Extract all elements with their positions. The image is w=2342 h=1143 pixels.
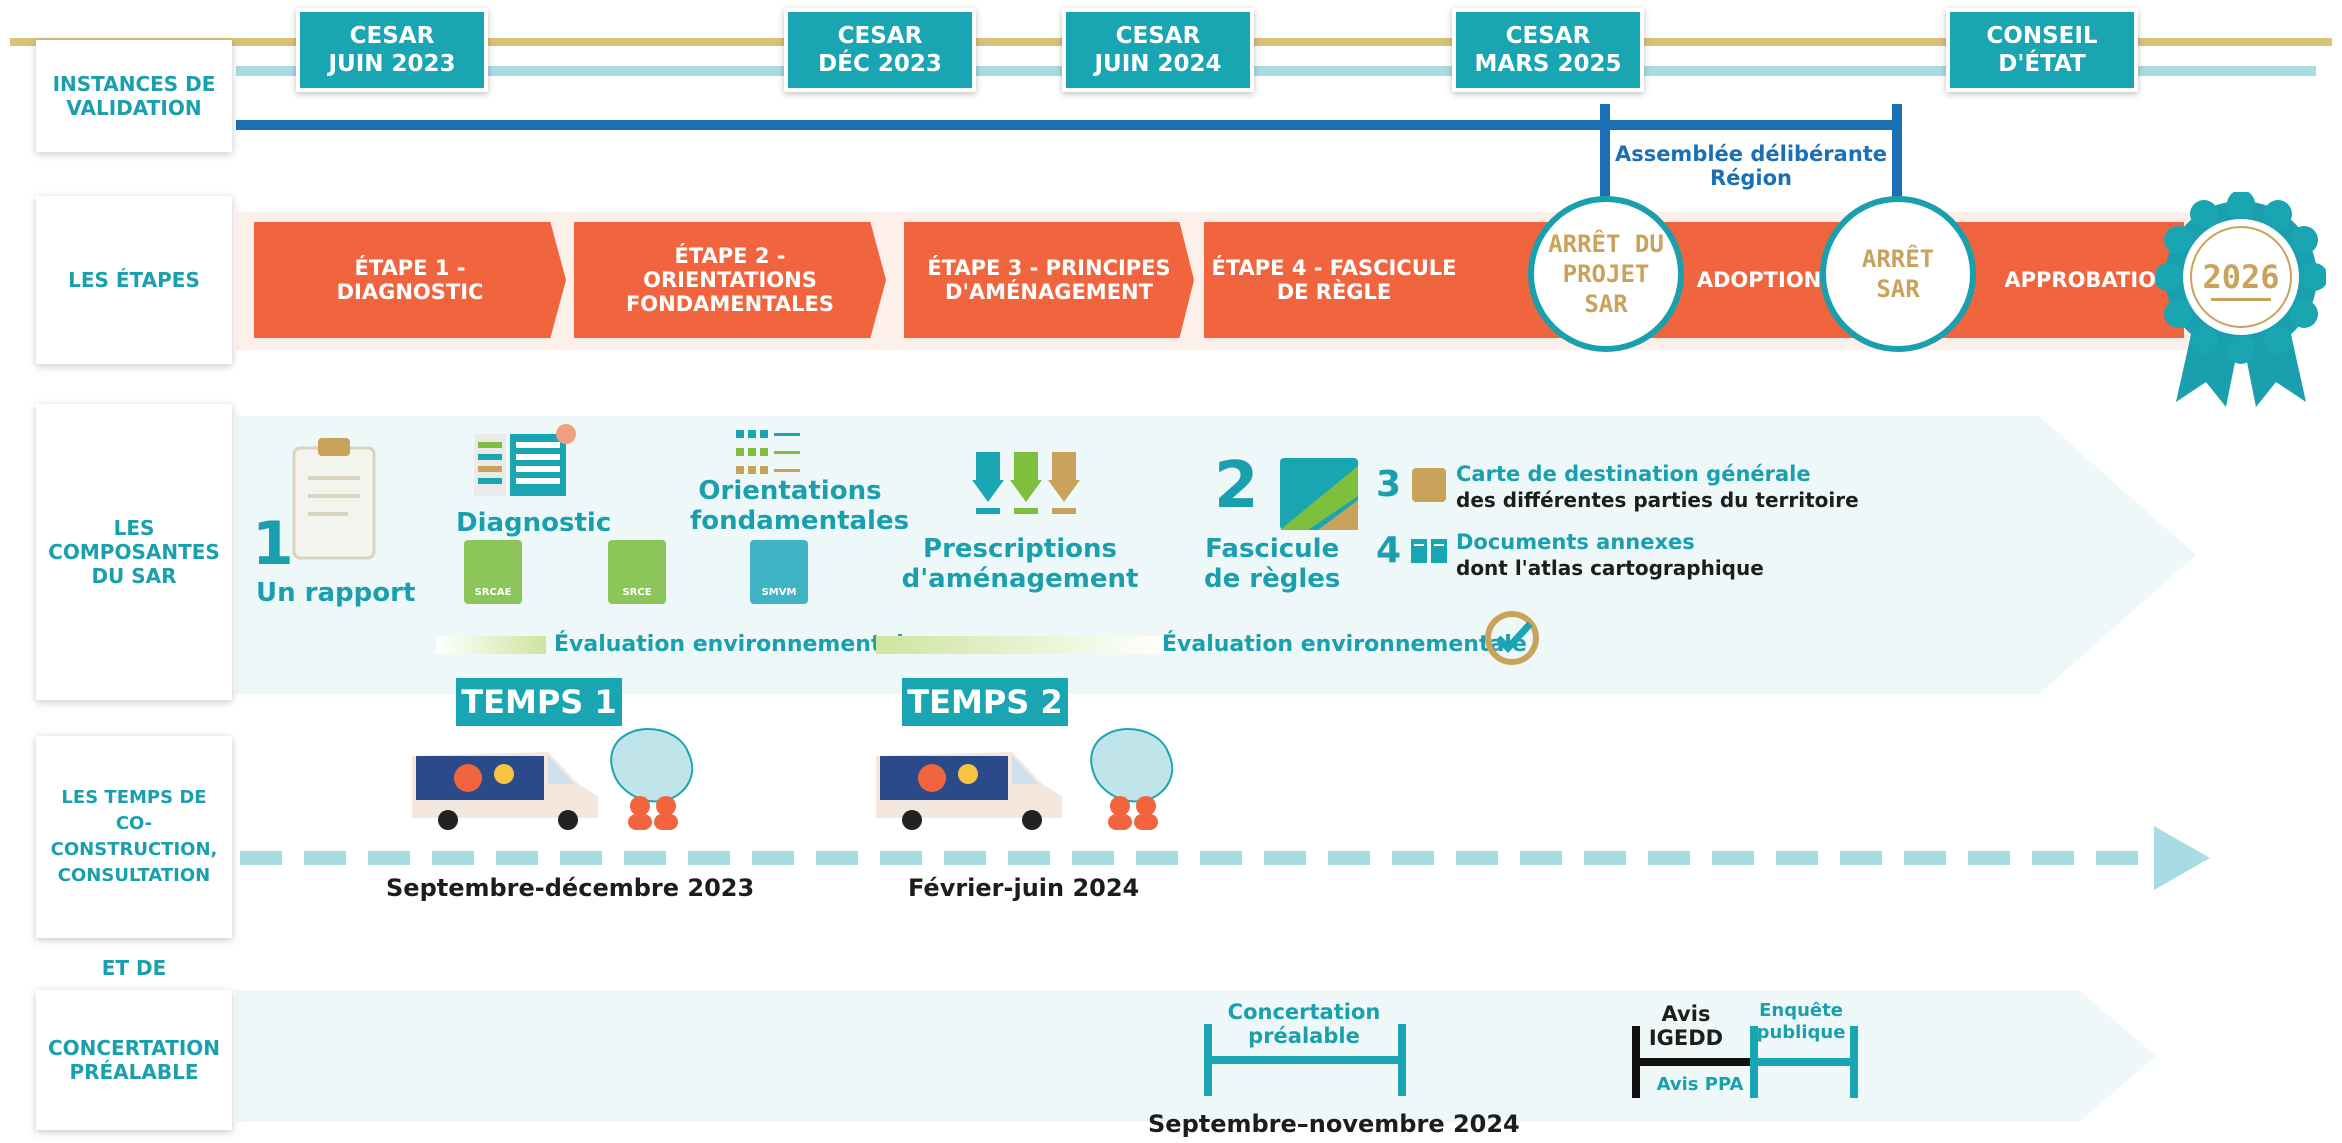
label-et-de: ET DE bbox=[101, 956, 167, 980]
book-srce-icon: SRCE bbox=[608, 540, 666, 604]
temps-1-date: Septembre-décembre 2023 bbox=[386, 874, 755, 902]
carte-subtitle: des différentes parties du territoire bbox=[1456, 488, 1859, 512]
van-1-icon bbox=[412, 752, 598, 830]
carte-map-icon bbox=[1412, 468, 1446, 502]
light-teal-line bbox=[236, 66, 2316, 76]
temps-2-box: TEMPS 2 bbox=[902, 678, 1068, 726]
eval-gradient-bar-1 bbox=[436, 636, 546, 654]
instance-cesar-dec-2023: CESAR DÉC 2023 bbox=[784, 8, 976, 92]
orientations-label: Orientations fondamentales bbox=[690, 476, 910, 536]
documents-subtitle: dont l'atlas cartographique bbox=[1456, 556, 1764, 580]
map-people-2-icon bbox=[1090, 728, 1174, 830]
instance-cesar-mars-2025: CESAR MARS 2025 bbox=[1452, 8, 1644, 92]
seal-arret-projet-sar: ARRÊT DU PROJET SAR bbox=[1528, 196, 1684, 352]
eval-label-2: Évaluation environnementale bbox=[1162, 632, 1527, 657]
un-rapport-label: Un rapport bbox=[256, 578, 416, 608]
temps-1-box: TEMPS 1 bbox=[456, 678, 622, 726]
instance-cesar-juin-2023: CESAR JUIN 2023 bbox=[296, 8, 488, 92]
avis-bracket bbox=[1632, 1026, 1858, 1098]
avis-igedd-label: Avis IGEDD bbox=[1648, 1002, 1724, 1050]
van-2-icon bbox=[876, 752, 1062, 830]
num-3: 3 bbox=[1376, 464, 1402, 505]
instance-conseil-etat: CONSEIL D'ÉTAT bbox=[1946, 8, 2138, 92]
eval-gradient-bar-2 bbox=[876, 636, 1166, 654]
diagnostic-label: Diagnostic bbox=[456, 508, 612, 538]
eval-label-1: Évaluation environnementale bbox=[554, 632, 919, 657]
label-les-temps: LES TEMPS DE CO-CONSTRUCTION, CONSULTATI… bbox=[36, 736, 232, 938]
clipboard-icon bbox=[292, 438, 376, 560]
fascicule-label: Fascicule de règles bbox=[1204, 534, 1341, 594]
prescriptions-label: Prescriptions d'aménagement bbox=[901, 534, 1139, 594]
num-4: 4 bbox=[1376, 530, 1402, 571]
fascicule-book-icon bbox=[1280, 458, 1358, 530]
diagnostic-icon bbox=[474, 424, 576, 496]
instance-cesar-juin-2024: CESAR JUIN 2024 bbox=[1062, 8, 1254, 92]
label-instances-validation: INSTANCES DE VALIDATION bbox=[36, 40, 232, 152]
documents-icon bbox=[1411, 539, 1447, 563]
documents-title: Documents annexes bbox=[1456, 530, 1695, 554]
avis-ppa-label: Avis PPA bbox=[1656, 1074, 1744, 1095]
dashed-timeline-arrow bbox=[240, 826, 2210, 890]
orientations-icon bbox=[736, 430, 800, 474]
prescriptions-icon bbox=[972, 452, 1080, 514]
seal-arret-sar: ARRÊT SAR bbox=[1820, 196, 1976, 352]
etape-3-principes: ÉTAPE 3 - PRINCIPES D'AMÉNAGEMENT bbox=[904, 222, 1194, 338]
blue-vertical-left bbox=[1600, 104, 1610, 222]
num-1: 1 bbox=[252, 509, 294, 579]
book-smvm-icon: SMVM bbox=[750, 540, 808, 604]
assemblee-label: Assemblée délibérante Région bbox=[1614, 142, 1888, 190]
carte-title: Carte de destination générale bbox=[1456, 462, 1811, 486]
etape-2-orientations: ÉTAPE 2 - ORIENTATIONS FONDAMENTALES bbox=[574, 222, 886, 338]
num-2: 2 bbox=[1214, 449, 1259, 523]
map-people-1-icon bbox=[610, 728, 694, 830]
concertation-band bbox=[236, 990, 2156, 1122]
rosette-2026-icon: 2026 bbox=[2156, 192, 2326, 407]
etape-4-fascicule: ÉTAPE 4 - FASCICULE DE RÈGLE bbox=[1204, 222, 1524, 338]
label-concertation: CONCERTATION PRÉALABLE bbox=[36, 990, 232, 1130]
book-srcae-icon: SRCAE bbox=[464, 540, 522, 604]
blue-line bbox=[236, 120, 1902, 130]
concertation-prealable-label: Concertation préalable bbox=[1227, 1000, 1381, 1048]
temps-2-date: Février-juin 2024 bbox=[908, 874, 1140, 902]
label-les-etapes: LES ÉTAPES bbox=[36, 196, 232, 364]
blue-vertical-right bbox=[1892, 104, 1902, 222]
eval-check-icon bbox=[1485, 611, 1539, 665]
concertation-date: Septembre–novembre 2024 bbox=[1148, 1110, 1520, 1138]
label-les-composantes: LES COMPOSANTES DU SAR bbox=[36, 404, 232, 700]
concertation-bracket bbox=[1204, 1024, 1406, 1096]
etape-1-diagnostic: ÉTAPE 1 - DIAGNOSTIC bbox=[254, 222, 566, 338]
rosette-year: 2026 bbox=[2202, 258, 2279, 296]
enquete-publique-label: Enquête publique bbox=[1756, 1000, 1846, 1043]
